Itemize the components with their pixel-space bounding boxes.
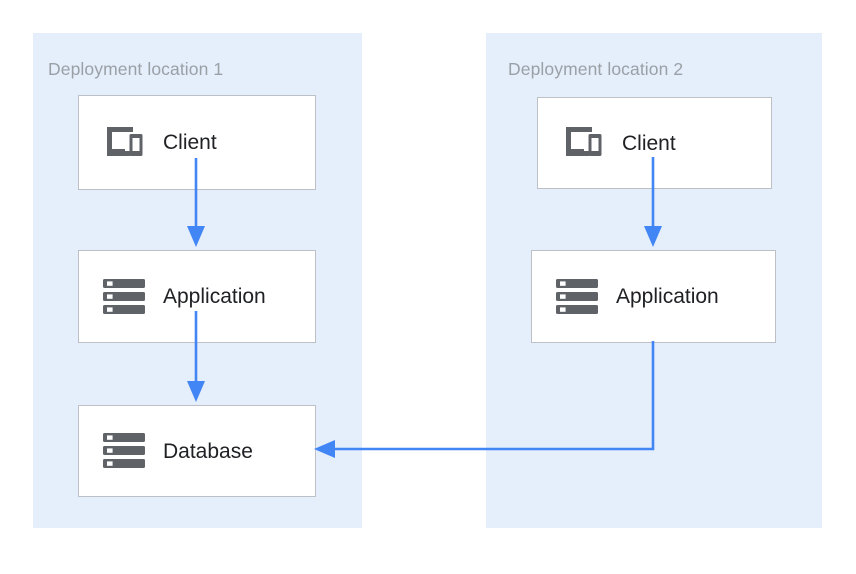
node-client-2[interactable]: Client: [537, 97, 772, 189]
deployment-location-1-label: Deployment location 1: [48, 59, 224, 79]
node-client-2-label: Client: [622, 131, 676, 155]
node-client-1[interactable]: Client: [78, 95, 316, 190]
node-database-1[interactable]: Database: [78, 405, 316, 497]
server-icon: [101, 428, 147, 474]
node-database-1-label: Database: [163, 439, 253, 463]
server-icon: [554, 274, 600, 320]
node-application-1[interactable]: Application: [78, 250, 316, 343]
deployment-location-1-panel: Deployment location 1 Client: [33, 33, 362, 528]
node-application-2-label: Application: [616, 285, 719, 308]
devices-icon: [560, 120, 606, 166]
deployment-location-2-label: Deployment location 2: [508, 59, 684, 79]
node-application-1-label: Application: [163, 285, 266, 308]
node-client-1-label: Client: [163, 131, 217, 154]
deployment-location-2-panel: Deployment location 2 Client: [486, 33, 822, 528]
devices-icon: [101, 120, 147, 166]
server-icon: [101, 274, 147, 320]
node-application-2[interactable]: Application: [531, 250, 776, 343]
